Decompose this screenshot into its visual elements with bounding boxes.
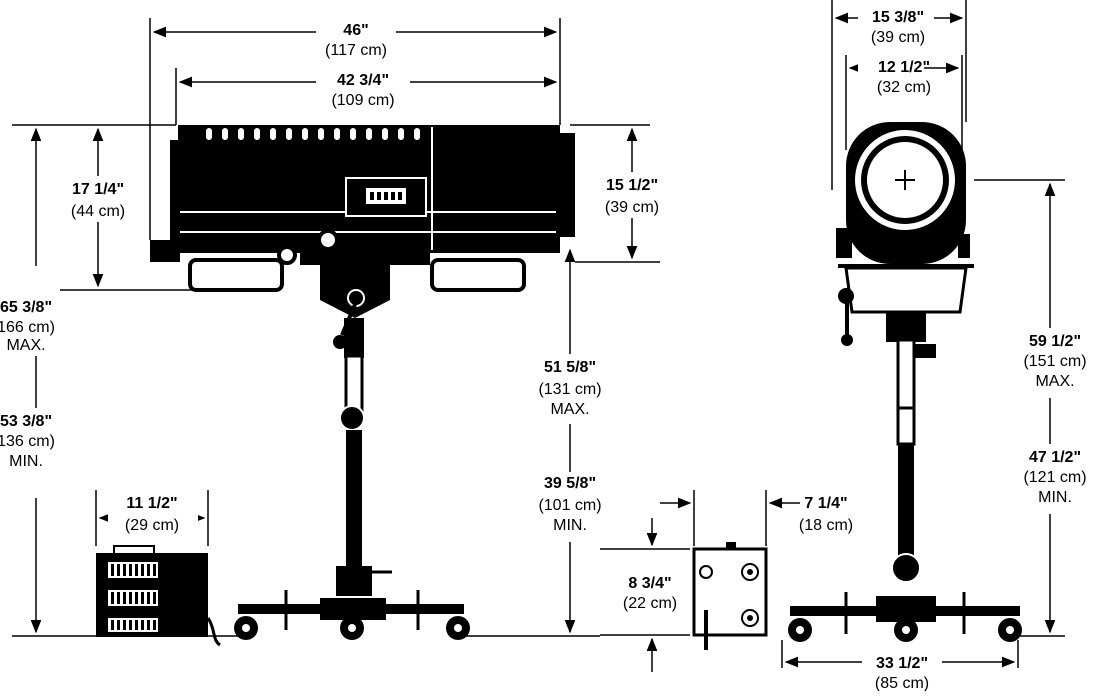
- stand-max-value: 51 5/8": [544, 359, 596, 376]
- head-height-value: 17 1/4": [72, 181, 124, 198]
- front-view-spotlight: [836, 122, 974, 346]
- ballast-width-metric: (29 cm): [125, 517, 179, 534]
- front-height-min-metric: (121 cm): [1023, 469, 1086, 486]
- side-total-max-metric: 166 cm): [0, 319, 55, 336]
- side-total-min-metric: 136 cm): [0, 433, 55, 450]
- label-backgrounds: [0, 6, 1102, 692]
- body-height-metric: (39 cm): [605, 199, 659, 216]
- head-height-metric: (44 cm): [71, 203, 125, 220]
- side-total-max-value: 65 3/8": [0, 299, 52, 316]
- front-height-max-metric: (151 cm): [1023, 353, 1086, 370]
- body-length-metric: (109 cm): [331, 92, 394, 109]
- side-total-max-note: MAX.: [6, 337, 45, 354]
- front-inner-width-value: 12 1/2": [878, 59, 930, 76]
- overall-length-metric: (117 cm): [325, 42, 387, 59]
- box-depth-value: 7 1/4": [804, 495, 847, 512]
- body-length-value: 42 3/4": [337, 72, 389, 89]
- stand-max-metric: (131 cm): [538, 381, 601, 398]
- box-height-metric: (22 cm): [623, 595, 677, 612]
- stand-max-note: MAX.: [550, 401, 589, 418]
- side-total-min-value: 53 3/8": [0, 413, 52, 430]
- side-total-min-note: MIN.: [9, 453, 43, 470]
- front-view-stand: [788, 312, 1022, 642]
- stand-min-metric: (101 cm): [538, 497, 601, 514]
- box-height-value: 8 3/4": [628, 575, 671, 592]
- front-outer-width-metric: (39 cm): [871, 29, 925, 46]
- stand-min-note: MIN.: [553, 517, 587, 534]
- front-height-max-value: 59 1/2": [1029, 333, 1081, 350]
- dimension-labels: 46" (117 cm) 42 3/4" (109 cm) 17 1/4" (4…: [0, 9, 1087, 692]
- ballast-width-value: 11 1/2": [126, 495, 177, 512]
- base-width-metric: (85 cm): [875, 675, 929, 691]
- power-box: [692, 542, 768, 650]
- base-width-value: 33 1/2": [876, 655, 928, 672]
- front-height-min-note: MIN.: [1038, 489, 1072, 506]
- stand-min-value: 39 5/8": [544, 475, 596, 492]
- body-height-value: 15 1/2": [606, 177, 658, 194]
- overall-length-value: 46": [343, 22, 368, 39]
- ballast-unit: [96, 545, 221, 647]
- box-depth-metric: (18 cm): [799, 517, 853, 534]
- side-view-stand: [234, 318, 470, 640]
- front-inner-width-metric: (32 cm): [877, 79, 931, 96]
- front-height-max-note: MAX.: [1035, 373, 1074, 390]
- front-height-min-value: 47 1/2": [1029, 449, 1081, 466]
- front-outer-width-value: 15 3/8": [872, 9, 924, 26]
- side-view-spotlight: [150, 125, 575, 349]
